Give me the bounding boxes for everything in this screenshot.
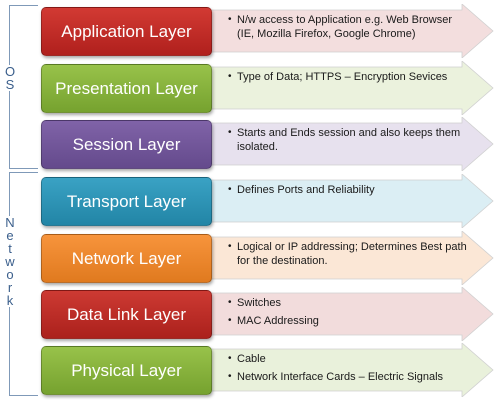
network-layer-box: Network Layer: [41, 234, 212, 283]
data-link-layer-box: Data Link Layer: [41, 290, 212, 339]
physical-layer-box: Physical Layer: [41, 346, 212, 395]
network-layer-description: Logical or IP addressing; Determines Bes…: [228, 240, 468, 272]
bullet-item: Network Interface Cards – Electric Signa…: [228, 370, 468, 384]
data-link-layer-label: Data Link Layer: [66, 304, 187, 324]
application-layer-description: N/w access to Application e.g. Web Brows…: [228, 13, 468, 45]
presentation-layer-label: Presentation Layer: [55, 78, 198, 98]
presentation-layer-box: Presentation Layer: [41, 64, 212, 113]
bullet-item: Cable: [228, 352, 468, 366]
application-layer-label: Application Layer: [61, 21, 192, 41]
transport-layer-box: Transport Layer: [41, 177, 212, 226]
bullet-item: N/w access to Application e.g. Web Brows…: [228, 13, 468, 41]
physical-layer-description: CableNetwork Interface Cards – Electric …: [228, 352, 468, 388]
transport-layer-label: Transport Layer: [66, 191, 187, 211]
bullet-item: Starts and Ends session and also keeps t…: [228, 126, 468, 154]
application-layer-box: Application Layer: [41, 7, 212, 56]
bullet-item: Switches: [228, 296, 468, 310]
data-link-layer-description: SwitchesMAC Addressing: [228, 296, 468, 332]
bullet-item: Defines Ports and Reliability: [228, 183, 468, 197]
bullet-item: MAC Addressing: [228, 314, 468, 328]
presentation-layer-description: Type of Data; HTTPS – Encryption Sevices: [228, 70, 468, 88]
bullet-item: Type of Data; HTTPS – Encryption Sevices: [228, 70, 468, 84]
session-layer-box: Session Layer: [41, 120, 212, 169]
transport-layer-description: Defines Ports and Reliability: [228, 183, 468, 201]
bullet-item: Logical or IP addressing; Determines Bes…: [228, 240, 468, 268]
session-layer-description: Starts and Ends session and also keeps t…: [228, 126, 468, 158]
session-layer-label: Session Layer: [72, 134, 181, 154]
network-layer-label: Network Layer: [71, 248, 182, 268]
physical-layer-label: Physical Layer: [71, 360, 182, 380]
